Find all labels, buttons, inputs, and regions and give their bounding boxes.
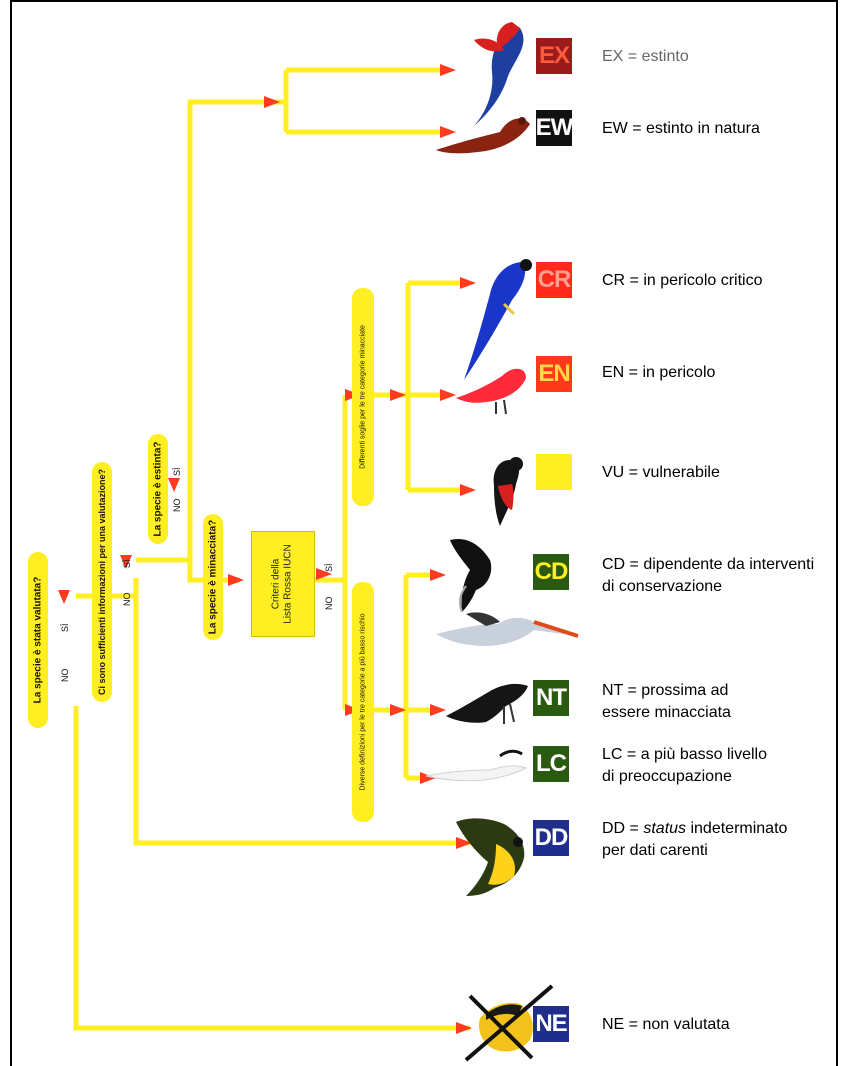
question-valutata: La specie è stata valutata? xyxy=(28,552,48,728)
stork-icon xyxy=(436,612,579,646)
arrow-vu xyxy=(460,484,476,496)
arrow-en xyxy=(440,389,456,401)
question-estinta: La specie è estinta? xyxy=(148,434,168,544)
text-en: EN = in pericolo xyxy=(602,364,716,381)
badge-en: EN xyxy=(536,356,572,392)
si-label-valutata: SÌ xyxy=(60,623,70,632)
arrow-minacciata xyxy=(228,574,244,586)
yellow-black-bird-icon xyxy=(456,818,525,896)
white-bird-icon xyxy=(425,749,528,782)
si-label-informazioni: SÌ xyxy=(122,559,132,568)
black-red-bird-icon xyxy=(493,457,523,526)
arrow-nt xyxy=(430,704,446,716)
text-ex: EX = estinto xyxy=(602,48,689,65)
black-bird-flying-icon xyxy=(450,538,492,613)
badge-cr: CR xyxy=(536,262,572,298)
question-minacciata: La specie è minacciata? xyxy=(203,514,223,640)
arrow-informazioni xyxy=(120,555,132,569)
line-estinta-no xyxy=(187,490,240,583)
diagram-frame xyxy=(10,0,838,1066)
no-label-minacciata: NO xyxy=(324,596,334,611)
criteria-line2: Lista Rossa IUCN xyxy=(283,544,294,624)
question-definizioni: Diverse definizioni per le tre categorie… xyxy=(352,582,374,822)
arrow-lowrisk-fork xyxy=(390,704,406,716)
arrow-estinta xyxy=(168,478,180,492)
text-cd: CD = dipendente da interventi di conserv… xyxy=(602,556,815,595)
arrow-cr xyxy=(460,277,476,289)
badge-vu: VU xyxy=(536,454,572,490)
text-ne: NE = non valutata xyxy=(602,1016,730,1033)
badge-cd: CD xyxy=(533,554,569,590)
red-tanager-icon xyxy=(456,368,526,415)
badge-nt: NT xyxy=(533,680,569,716)
no-label-informazioni: NO xyxy=(122,592,132,607)
red-parrot-icon xyxy=(474,22,524,126)
red-finch-icon xyxy=(436,117,530,154)
black-bird-icon xyxy=(446,683,528,724)
line-ne xyxy=(73,706,470,1031)
criteria-box: Criteri della Lista Rossa IUCN xyxy=(251,531,315,637)
arrow-ne xyxy=(456,1022,472,1034)
text-vu: VU = vulnerabile xyxy=(602,464,720,481)
question-soglie: Differenti soglie per le tre categorie m… xyxy=(352,288,374,506)
text-dd: DD = status indeterminato per dati caren… xyxy=(602,820,788,859)
line-dd xyxy=(133,578,470,846)
arrow-cd xyxy=(430,569,446,581)
arrow-ex xyxy=(440,64,456,76)
question-informazioni: Ci sono sufficienti informazioni per una… xyxy=(92,462,112,702)
blue-macaw-icon xyxy=(464,259,532,380)
arrow-criteria-out xyxy=(316,568,332,580)
badge-dd: DD xyxy=(533,820,569,856)
arrow-cr-fork xyxy=(390,389,406,401)
yellow-bird-crossed-icon xyxy=(464,984,554,1062)
text-cr: CR = in pericolo critico xyxy=(602,272,763,289)
badge-ne: NE xyxy=(533,1006,569,1042)
no-label-estinta: NO xyxy=(172,498,182,513)
line-estinta-si xyxy=(187,99,286,490)
text-nt: NT = prossima ad essere minacciata xyxy=(602,682,731,721)
criteria-line1: Criteri della xyxy=(271,558,282,610)
arrow-dd xyxy=(456,837,472,849)
arrow-lc xyxy=(420,772,436,784)
badge-ew: EW xyxy=(536,110,573,146)
text-ew: EW = estinto in natura xyxy=(602,120,760,137)
si-label-estinta: SÌ xyxy=(172,467,182,476)
arrow-ex-ew-fork xyxy=(264,96,280,108)
no-label-valutata: NO xyxy=(60,668,70,683)
arrow-valutata xyxy=(58,590,70,604)
badge-ex: EX xyxy=(536,38,572,74)
si-label-minacciata: SÌ xyxy=(324,563,334,572)
badge-lc: LC xyxy=(533,746,569,782)
text-lc: LC = a più basso livello di preoccupazio… xyxy=(602,746,767,785)
arrow-ew xyxy=(440,126,456,138)
